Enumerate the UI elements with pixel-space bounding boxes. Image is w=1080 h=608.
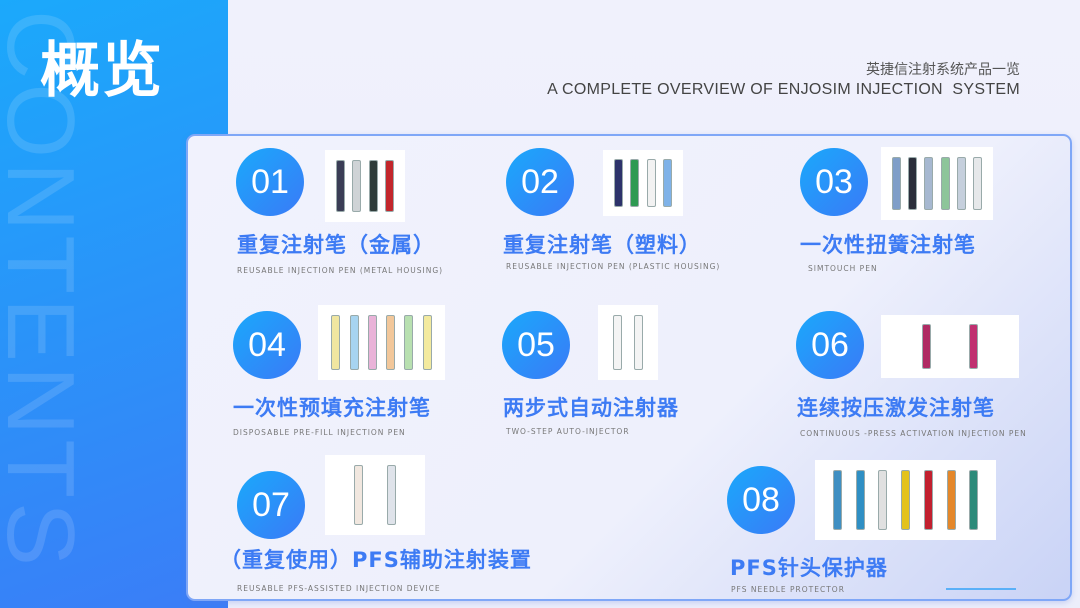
pen-shape-icon xyxy=(384,159,394,213)
pen-shape-icon xyxy=(908,156,918,211)
pen-shape-icon xyxy=(662,159,672,207)
product-subtitle: CONTINUOUS -PRESS ACTIVATION INJECTION P… xyxy=(800,429,1027,438)
product-subtitle: SIMTOUCH PEN xyxy=(808,264,878,273)
number-badge: 01 xyxy=(236,148,304,216)
pen-shape-icon xyxy=(946,470,956,530)
pen-shape-icon xyxy=(901,470,910,530)
pen-shape-icon xyxy=(387,465,397,525)
product-image xyxy=(881,147,993,220)
product-image xyxy=(598,305,658,380)
pen-shape-icon xyxy=(969,470,979,530)
pen-shape-icon xyxy=(923,470,933,530)
pen-shape-icon xyxy=(614,159,624,207)
product-image xyxy=(881,315,1019,378)
pen-shape-icon xyxy=(404,314,414,371)
page-title: 概览 xyxy=(40,36,164,106)
pen-shape-icon xyxy=(878,470,888,530)
pen-shape-icon xyxy=(940,156,950,211)
product-subtitle: REUSABLE INJECTION PEN (METAL HOUSING) xyxy=(237,266,444,275)
product-title: 连续按压激发注射笔 xyxy=(797,396,995,420)
number-badge: 03 xyxy=(800,148,868,216)
pen-shape-icon xyxy=(633,314,643,371)
product-title: 一次性预填充注射笔 xyxy=(233,396,431,420)
contents-watermark: CONTENTS xyxy=(0,10,94,570)
pen-shape-icon xyxy=(422,314,432,371)
product-image xyxy=(318,305,445,380)
product-title: （重复使用）PFS辅助注射装置 xyxy=(220,548,532,572)
pen-shape-icon xyxy=(352,159,362,213)
number-badge: 04 xyxy=(233,311,301,379)
product-title: PFS针头保护器 xyxy=(730,556,888,580)
pen-shape-icon xyxy=(353,465,363,525)
pen-shape-icon xyxy=(956,156,966,211)
pen-shape-icon xyxy=(386,314,396,371)
pen-shape-icon xyxy=(892,156,902,211)
header-subtitle-en: A COMPLETE OVERVIEW OF ENJOSIM INJECTION… xyxy=(547,81,1020,98)
pen-shape-icon xyxy=(922,324,932,369)
pen-shape-icon xyxy=(972,156,982,211)
pen-shape-icon xyxy=(968,324,978,369)
number-badge: 08 xyxy=(727,466,795,534)
pen-shape-icon xyxy=(368,159,378,213)
header-subtitle-cn: 英捷信注射系统产品一览 xyxy=(866,62,1020,78)
pen-shape-icon xyxy=(349,314,359,371)
product-subtitle: TWO-STEP AUTO-INJECTOR xyxy=(506,427,630,436)
product-image xyxy=(325,455,425,535)
accent-line xyxy=(946,588,1016,590)
pen-shape-icon xyxy=(924,156,934,211)
number-badge: 05 xyxy=(502,311,570,379)
product-title: 重复注射笔（塑料） xyxy=(503,233,701,257)
pen-shape-icon xyxy=(832,470,842,530)
product-image xyxy=(815,460,996,540)
number-badge: 06 xyxy=(796,311,864,379)
product-image xyxy=(603,150,683,216)
pen-shape-icon xyxy=(336,159,346,213)
product-image xyxy=(325,150,405,222)
product-subtitle: REUSABLE INJECTION PEN (PLASTIC HOUSING) xyxy=(506,262,721,271)
product-title: 重复注射笔（金属） xyxy=(237,233,435,257)
product-title: 一次性扭簧注射笔 xyxy=(800,233,976,257)
product-subtitle: REUSABLE PFS-ASSISTED INJECTION DEVICE xyxy=(237,584,441,593)
pen-shape-icon xyxy=(613,314,623,371)
number-badge: 07 xyxy=(237,471,305,539)
number-badge: 02 xyxy=(506,148,574,216)
pen-shape-icon xyxy=(331,314,341,371)
product-subtitle: DISPOSABLE PRE-FILL INJECTION PEN xyxy=(233,428,406,437)
pen-shape-icon xyxy=(367,314,377,371)
pen-shape-icon xyxy=(855,470,865,530)
pen-shape-icon xyxy=(646,159,656,207)
product-subtitle: PFS NEEDLE PROTECTOR xyxy=(731,585,845,594)
product-title: 两步式自动注射器 xyxy=(503,396,679,420)
pen-shape-icon xyxy=(630,159,640,207)
